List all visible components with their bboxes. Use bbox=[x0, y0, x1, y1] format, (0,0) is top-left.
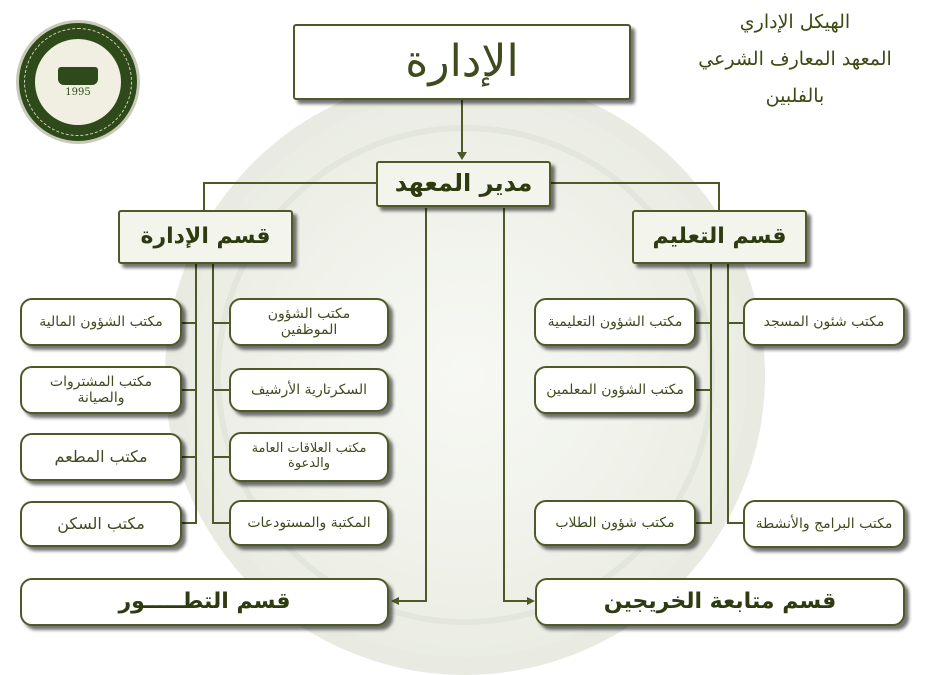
office-hr: مكتب الشؤون الموظفين bbox=[229, 298, 389, 346]
edu-dept-node: قسم التعليم bbox=[632, 210, 807, 264]
header-line-1: الهيكل الإداري bbox=[739, 11, 851, 33]
office-programs: مكتب البرامج والأنشطة bbox=[743, 500, 905, 548]
header-line-3: بالفلبين bbox=[765, 85, 825, 107]
alumni-dept-label: قسم متابعة الخريجين bbox=[603, 589, 837, 615]
director-label: مدير المعهد bbox=[394, 169, 533, 198]
root-label: الإدارة bbox=[405, 35, 519, 87]
root-node: الإدارة bbox=[293, 24, 631, 100]
office-public-relations: مكتب العلاقات العامة والدعوة bbox=[229, 432, 389, 482]
office-purchases: مكتب المشتروات والصيانة bbox=[20, 366, 182, 414]
office-restaurant: مكتب المطعم bbox=[20, 433, 182, 481]
office-academic: مكتب الشؤون التعليمية bbox=[534, 298, 696, 346]
office-finance: مكتب الشؤون المالية bbox=[20, 298, 182, 346]
office-mosque: مكتب شئون المسجد bbox=[743, 298, 905, 346]
admin-dept-node: قسم الإدارة bbox=[118, 210, 293, 264]
edu-dept-label: قسم التعليم bbox=[652, 224, 787, 250]
office-housing: مكتب السكن bbox=[20, 501, 182, 547]
book-icon bbox=[58, 66, 98, 85]
header-title: الهيكل الإداري المعهد المعارف الشرعي بال… bbox=[675, 4, 915, 115]
office-students: مكتب شؤون الطلاب bbox=[534, 500, 696, 546]
office-library: المكتبة والمستودعات bbox=[229, 500, 389, 546]
office-secretariat: السكرتارية الأرشيف bbox=[229, 368, 389, 412]
institute-logo: 1995 bbox=[16, 20, 140, 144]
admin-dept-label: قسم الإدارة bbox=[140, 224, 271, 250]
alumni-dept-node: قسم متابعة الخريجين bbox=[535, 578, 905, 626]
director-node: مدير المعهد bbox=[376, 161, 551, 207]
dev-dept-label: قسم التطـــــور bbox=[118, 589, 291, 615]
logo-year: 1995 bbox=[65, 86, 91, 98]
office-teachers: مكتب الشؤون المعلمين bbox=[534, 366, 696, 414]
watermark-ring bbox=[215, 125, 715, 625]
dev-dept-node: قسم التطـــــور bbox=[20, 578, 389, 626]
header-line-2: المعهد المعارف الشرعي bbox=[698, 48, 892, 70]
